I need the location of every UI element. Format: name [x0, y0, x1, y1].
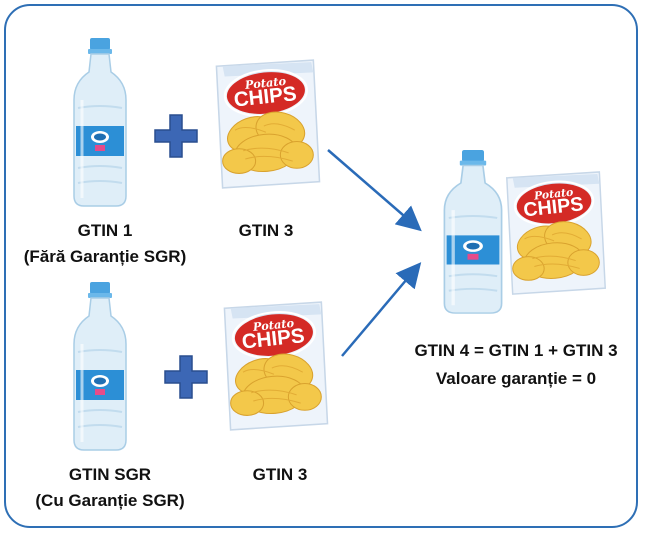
gtin1-label-line2: (Fără Garanție SGR) [23, 247, 187, 266]
water-bottle-icon-result [440, 150, 506, 315]
water-bottle-icon-bottom [64, 282, 136, 452]
gtin1-label: GTIN 1 (Fără Garanție SGR) [22, 218, 188, 270]
result-formula: GTIN 4 = GTIN 1 + GTIN 3 [414, 341, 618, 360]
gtin1-label-line1: GTIN 1 [77, 221, 133, 240]
chips-bag-icon-result: Potato CHIPS [500, 170, 614, 298]
gtin-sgr-label-line1: GTIN SGR [68, 465, 152, 484]
gtin3-label-top: GTIN 3 [238, 221, 294, 240]
gtin-sgr-label: GTIN SGR (Cu Garanție SGR) [20, 462, 200, 514]
chips-bag-icon-bottom: Potato CHIPS [220, 300, 334, 434]
chips-bag-top-text: Potato [251, 316, 295, 334]
chips-bag-top-text: Potato [243, 74, 287, 92]
gtin3-label-bottom: GTIN 3 [252, 465, 308, 484]
diagram-frame [4, 4, 638, 528]
water-bottle-icon-top [64, 38, 136, 208]
plus-icon-bottom [163, 354, 209, 400]
chips-bag-top-text: Potato [532, 186, 573, 203]
plus-icon-top [153, 113, 199, 159]
result-guarantee: Valoare garanție = 0 [435, 369, 597, 388]
gtin-sgr-label-line2: (Cu Garanție SGR) [35, 491, 185, 510]
chips-bag-icon-top: Potato CHIPS [212, 58, 326, 192]
